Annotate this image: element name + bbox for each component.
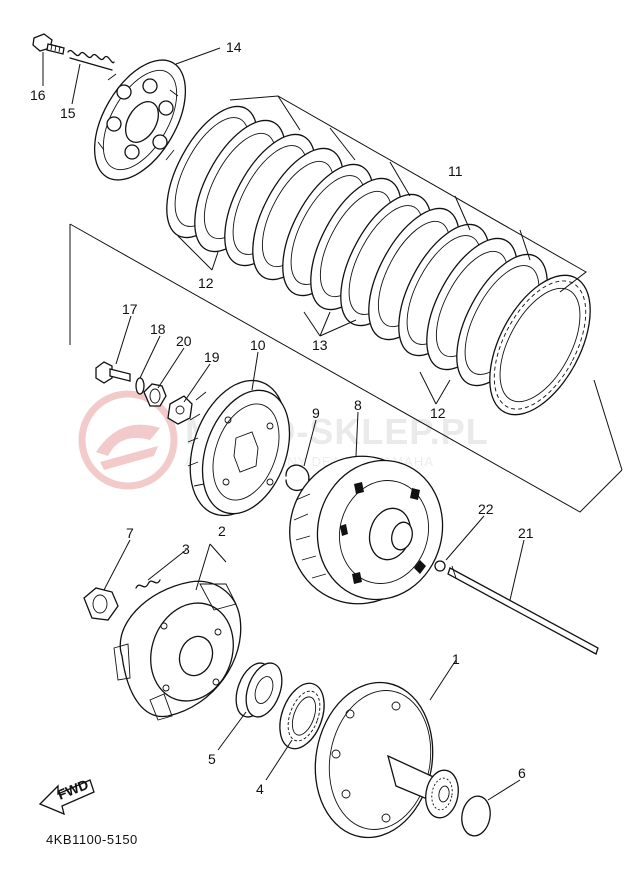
callout-18: 18 [150, 321, 166, 337]
part-6-o-ring [461, 795, 491, 837]
callout-2: 2 [218, 523, 226, 539]
callout-7: 7 [126, 525, 134, 541]
part-8-clutch-housing [289, 455, 444, 605]
callout-10: 10 [250, 337, 266, 353]
callout-13: 13 [312, 337, 328, 353]
callout-12-b: 12 [430, 405, 446, 421]
fwd-arrow-icon: FWD [38, 776, 95, 816]
callout-labels: 16 15 14 11 12 13 12 17 18 20 19 10 9 8 … [30, 39, 534, 797]
part-10-clutch-boss [187, 379, 291, 517]
part-3-spring [135, 579, 161, 589]
watermark-logo-mark-2 [100, 446, 158, 470]
callout-3: 3 [182, 541, 190, 557]
watermark-logo [78, 390, 178, 490]
part-5-bearing [235, 662, 283, 718]
part-16-bolt [32, 33, 65, 55]
part-code: 4KB1100-5150 [46, 832, 138, 847]
callout-19: 19 [204, 349, 220, 365]
part-15-spring [67, 49, 115, 71]
callout-4: 4 [256, 781, 264, 797]
callout-22: 22 [478, 501, 494, 517]
part-19-lock-washer [167, 395, 193, 425]
part-1-primary-housing [314, 681, 459, 839]
callout-16: 16 [30, 87, 46, 103]
callout-8: 8 [354, 397, 362, 413]
part-14-pressure-plate [93, 59, 187, 181]
part-18-washer [135, 377, 145, 395]
callout-12-a: 12 [198, 275, 214, 291]
callout-5: 5 [208, 751, 216, 767]
group-outline [69, 223, 623, 513]
callout-17: 17 [122, 301, 138, 317]
part-17-bolt [95, 361, 131, 384]
part-4-one-way-clutch [279, 682, 325, 750]
part-7-nut [83, 587, 119, 621]
part-2-clutch-assembly [113, 580, 242, 721]
clutch-plate-stack [166, 95, 591, 416]
watermark-logo-mark [96, 424, 160, 456]
part-20-nut [143, 383, 167, 407]
friction-plate-last [489, 274, 591, 416]
callout-21: 21 [518, 525, 534, 541]
part-21-push-rod [447, 565, 599, 655]
callout-11: 11 [448, 163, 463, 179]
callout-14: 14 [226, 39, 242, 55]
callout-1: 1 [452, 651, 460, 667]
callout-20: 20 [176, 333, 192, 349]
callout-15: 15 [60, 105, 76, 121]
callout-6: 6 [518, 765, 526, 781]
leader-lines [42, 47, 525, 801]
callout-9: 9 [312, 405, 320, 421]
part-22-ball [434, 560, 446, 572]
